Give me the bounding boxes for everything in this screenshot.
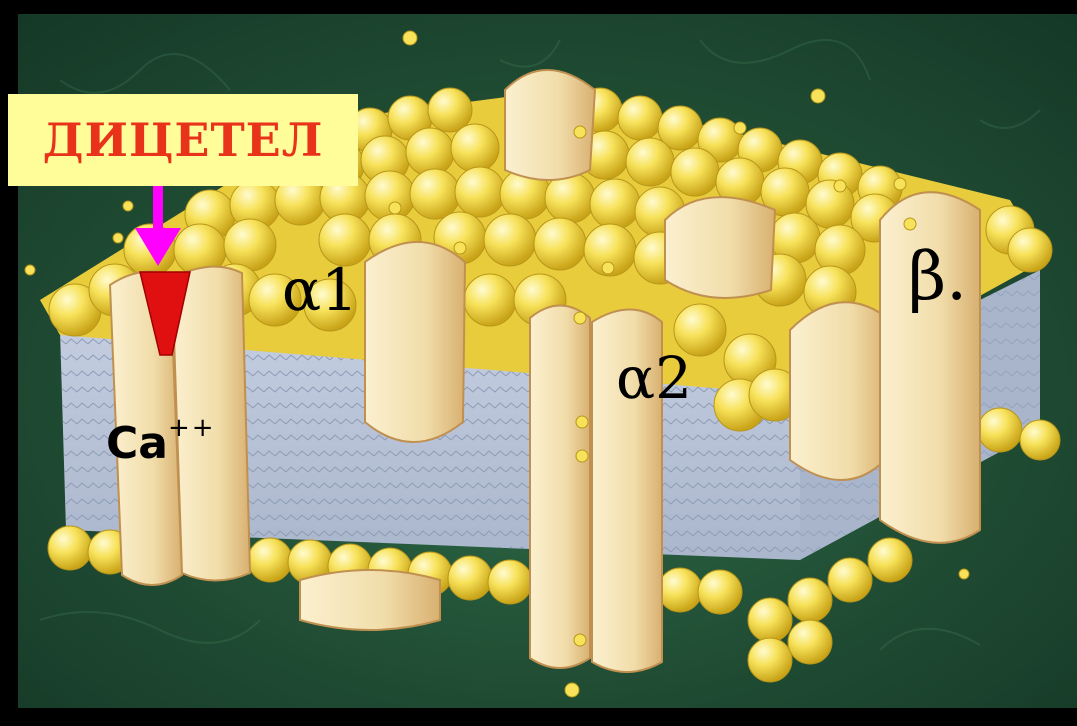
drug-label-box: ДИЦЕТЕЛ: [8, 94, 358, 186]
beta-label: β.: [908, 238, 967, 315]
alpha2-label: α2: [616, 344, 692, 412]
drug-label: ДИЦЕТЕЛ: [43, 113, 324, 167]
ion-symbol: Ca: [106, 418, 168, 469]
alpha1-label: α1: [282, 256, 358, 324]
calcium-ion-label: Ca++: [106, 418, 216, 469]
ion-charge: ++: [168, 413, 216, 443]
